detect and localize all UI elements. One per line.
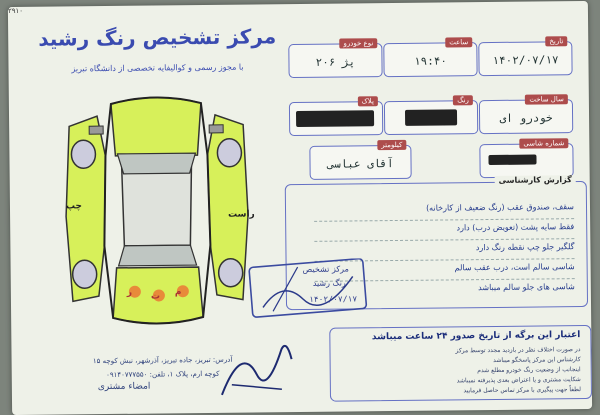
field-chassis-label: شماره شاسی bbox=[519, 138, 569, 149]
report-line-5: شاسی های جلو سالم میباشد bbox=[478, 282, 575, 293]
side-label-right: راست bbox=[228, 209, 255, 220]
warning-line-2: کارشناس این مرکز پاسخگو میباشد bbox=[493, 356, 581, 364]
signature-label: امضاء مشتری bbox=[97, 381, 151, 393]
field-date: تاریخ ۱۴۰۲/۰۷/۱۷ bbox=[478, 36, 573, 77]
mirror-left bbox=[88, 125, 104, 135]
field-plate: پلاک bbox=[288, 96, 384, 137]
warning-line-5: لطفاً جهت پیگیری با مرکز تماس حاصل فرمای… bbox=[463, 386, 581, 395]
inspection-form: ۲۹۱۰ مرکز تشخیص رنگ رشید با مجوز رسمی و … bbox=[7, 0, 593, 415]
field-year-label: سال ساخت bbox=[525, 94, 568, 105]
wheel-rear-right bbox=[217, 257, 244, 288]
trunk-mark-label-3: م bbox=[174, 287, 182, 298]
form-subtitle: با مجوز رسمی و کوالیفایه تخصصی از دانشگا… bbox=[71, 62, 244, 74]
report-heading: گزارش کارشناسی bbox=[494, 175, 576, 185]
report-line-3: گلگیر جلو چپ نقطه رنگ دارد bbox=[475, 242, 575, 253]
car-diagram bbox=[65, 96, 249, 325]
field-chassis: شماره شاسی bbox=[479, 138, 574, 179]
field-date-value: ۱۴۰۲/۰۷/۱۷ bbox=[492, 53, 559, 67]
report-rule-1 bbox=[314, 218, 575, 222]
field-owner-label: کیلومتر bbox=[377, 139, 407, 151]
mirror-right bbox=[208, 124, 224, 134]
windshield bbox=[116, 152, 197, 175]
field-time-label: ساعت bbox=[445, 37, 473, 48]
field-color: رنگ bbox=[383, 95, 479, 136]
report-line-1: سقف، صندوق عقب (رنگ ضعیف از کارخانه) bbox=[425, 202, 575, 213]
field-year-value: خودرو ای bbox=[499, 111, 553, 125]
field-car-type-value: پژ ۲۰۶ bbox=[315, 55, 356, 69]
report-line-4: شاسی سالم است، درب عقب سالم bbox=[454, 262, 575, 273]
warning-line-1: در صورت اختلاف نظر در بازدید مجدد توسط م… bbox=[455, 346, 581, 355]
redaction-plate bbox=[295, 110, 375, 128]
redaction-chassis bbox=[488, 154, 537, 166]
field-date-label: تاریخ bbox=[545, 36, 568, 47]
stamp: مرکز تشخیص رنگ رشید ۱۴۰۲/۰۷/۱۷ bbox=[243, 257, 374, 319]
scan-marker: ۲۹۱۰ bbox=[7, 6, 24, 16]
field-time: ساعت ۱۹:۴۰ bbox=[383, 37, 478, 78]
stamp-text-1: مرکز تشخیص bbox=[302, 264, 349, 274]
wheel-rear-left bbox=[71, 259, 98, 290]
stamp-graphic bbox=[248, 257, 368, 318]
field-year: سال ساخت خودرو ای bbox=[478, 94, 574, 135]
field-time-value: ۱۹:۴۰ bbox=[413, 54, 448, 68]
body-outline bbox=[103, 96, 212, 325]
form-title: مرکز تشخیص رنگ رشید bbox=[38, 24, 277, 51]
field-car-type: نوع خودرو پژ ۲۰۶ bbox=[288, 38, 383, 79]
field-owner: کیلومتر آقای عباسی bbox=[309, 139, 412, 180]
report-line-2: فقط سایه پشت (تعویض درب) دارد bbox=[456, 222, 575, 233]
trunk-mark-label-2: ت bbox=[150, 291, 161, 302]
warning-heading: اعتبار این برگه از تاریخ صدور ۲۴ ساعت می… bbox=[371, 330, 581, 343]
hood-panel bbox=[110, 96, 202, 157]
field-owner-value: آقای عباسی bbox=[327, 157, 394, 171]
wheel-front-right bbox=[216, 137, 243, 168]
stamp-text-3: ۱۴۰۲/۰۷/۱۷ bbox=[308, 294, 358, 304]
handwritten-signature bbox=[221, 344, 293, 396]
stamp-text-2: رنگ رشید bbox=[312, 278, 346, 288]
trunk-mark-1 bbox=[128, 285, 141, 298]
field-plate-label: پلاک bbox=[357, 96, 378, 107]
redaction-color bbox=[404, 109, 458, 126]
field-car-type-label: نوع خودرو bbox=[339, 38, 378, 49]
field-color-label: رنگ bbox=[453, 95, 473, 106]
trunk-mark-label-1: ر bbox=[126, 287, 133, 298]
rear-glass bbox=[117, 244, 198, 267]
wheel-front-left bbox=[70, 139, 97, 170]
trunk-mark-2 bbox=[152, 289, 165, 302]
trunk-mark-3 bbox=[176, 285, 189, 298]
side-label-left: چپ bbox=[65, 201, 83, 212]
warning-line-3: اینجانب از وضعیت رنگ خودرو مطلع شدم bbox=[477, 366, 581, 375]
warning-line-4: شکایت مشتری و یا اعتراض بعدی پذیرفته نمی… bbox=[456, 376, 581, 385]
validity-warning-box: اعتبار این برگه از تاریخ صدور ۲۴ ساعت می… bbox=[329, 324, 593, 402]
report-rule-2 bbox=[314, 238, 575, 242]
